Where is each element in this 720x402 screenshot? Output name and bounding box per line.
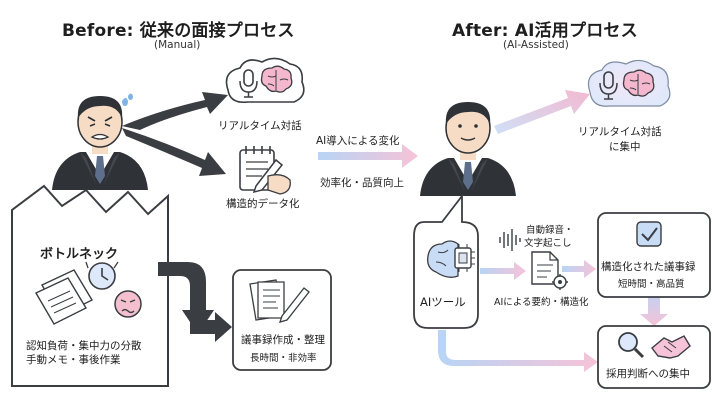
- transition-label-bottom: 効率化・品質向上: [320, 177, 404, 189]
- ai-tool-label: AIツール: [420, 295, 466, 309]
- sound-wave-icon: [499, 229, 521, 251]
- calm-businessman-icon: [420, 102, 516, 196]
- bottleneck-line2: 手動メモ・事後作業: [26, 354, 121, 366]
- after-subtitle: (AI-Assisted): [503, 39, 569, 51]
- ai-flow-arrows: [438, 260, 668, 372]
- structured-minutes-box: [597, 212, 711, 298]
- before-title: Before: 従来の面接プロセス: [62, 21, 295, 41]
- clock-icon: [85, 261, 119, 290]
- stressed-face-icon: [114, 290, 142, 318]
- after-title: After: AI活用プロセス: [452, 21, 638, 41]
- focus-arrow: [494, 90, 590, 134]
- ai-speech-brain-cloud-icon: [587, 59, 671, 107]
- after-focus-label-1: リアルタイム対話: [578, 126, 662, 138]
- manual-minutes-box: [232, 269, 332, 371]
- transcribe-label-2: 文字起こし: [524, 238, 572, 249]
- before-subtitle: (Manual): [154, 39, 201, 51]
- stressed-businessman-icon: [52, 93, 148, 190]
- structured-minutes-title: 構造化された議事録: [601, 261, 696, 273]
- speech-brain-cloud-icon: [225, 57, 305, 104]
- structured-minutes-sub: 短時間・高品質: [618, 279, 685, 290]
- bottleneck-line1: 認知負荷・集中力の分散: [26, 340, 142, 352]
- papers-stack-icon: [35, 269, 93, 325]
- transition-label-top: AI導入による変化: [316, 135, 400, 147]
- magnifier-icon: [618, 332, 645, 359]
- before-structured-label: 構造的データ化: [226, 198, 300, 210]
- bottleneck-title: ボトルネック: [40, 247, 119, 262]
- handshake-icon: [651, 335, 691, 359]
- transcribe-label-1: 自動録音・: [526, 225, 574, 236]
- bottleneck-arrow: [158, 262, 232, 342]
- ai-brain-chip-icon: [427, 240, 475, 278]
- bottleneck-box: [11, 184, 169, 387]
- manual-minutes-title: 議事録作成・整理: [241, 334, 325, 346]
- manual-minutes-sub: 長時間・非効率: [250, 353, 317, 364]
- transition-arrow: [318, 144, 418, 168]
- note-taking-icon: [239, 146, 291, 195]
- summarize-label: AIによる要約・構造化: [494, 297, 589, 308]
- after-focus-label-2: に集中: [609, 141, 641, 153]
- branch-arrows: [122, 92, 228, 176]
- document-gears-icon: [531, 251, 568, 290]
- decision-label: 採用判断への集中: [606, 368, 690, 380]
- before-realtime-label: リアルタイム対話: [218, 120, 302, 132]
